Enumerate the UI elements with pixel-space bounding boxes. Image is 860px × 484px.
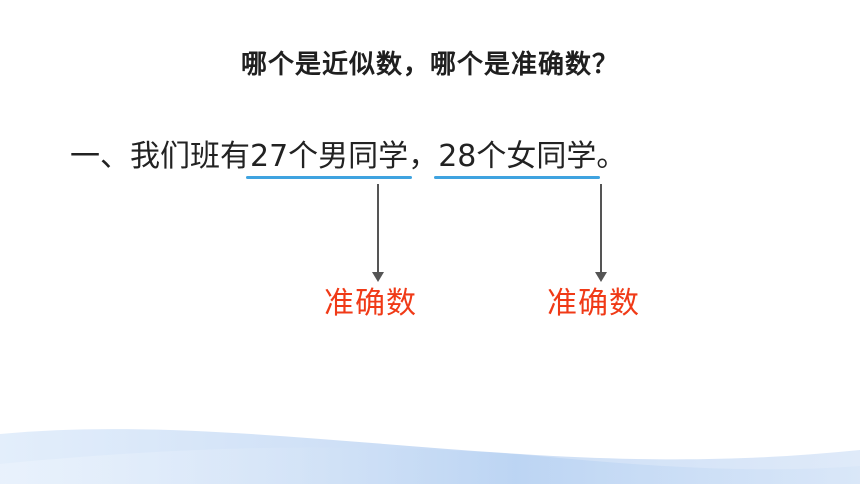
arrow-down-icon xyxy=(372,184,384,282)
boys-count-phrase: 27个男同学 xyxy=(245,133,413,181)
sentence-prefix: 一、我们班有 xyxy=(70,139,250,174)
decorative-wave xyxy=(0,429,860,484)
question-sentence: 一、我们班有27个男同学，28个女同学。 xyxy=(70,133,626,181)
arrow-down-icon xyxy=(595,184,607,282)
slide-title: 哪个是近似数，哪个是准确数？ xyxy=(240,50,619,80)
answer-label-boys: 准确数 xyxy=(324,286,417,321)
answer-label-girls: 准确数 xyxy=(547,286,640,321)
sentence-comma: ， xyxy=(408,139,439,174)
sentence-end: 。 xyxy=(596,139,627,174)
girls-count-phrase: 28个女同学 xyxy=(434,133,601,181)
